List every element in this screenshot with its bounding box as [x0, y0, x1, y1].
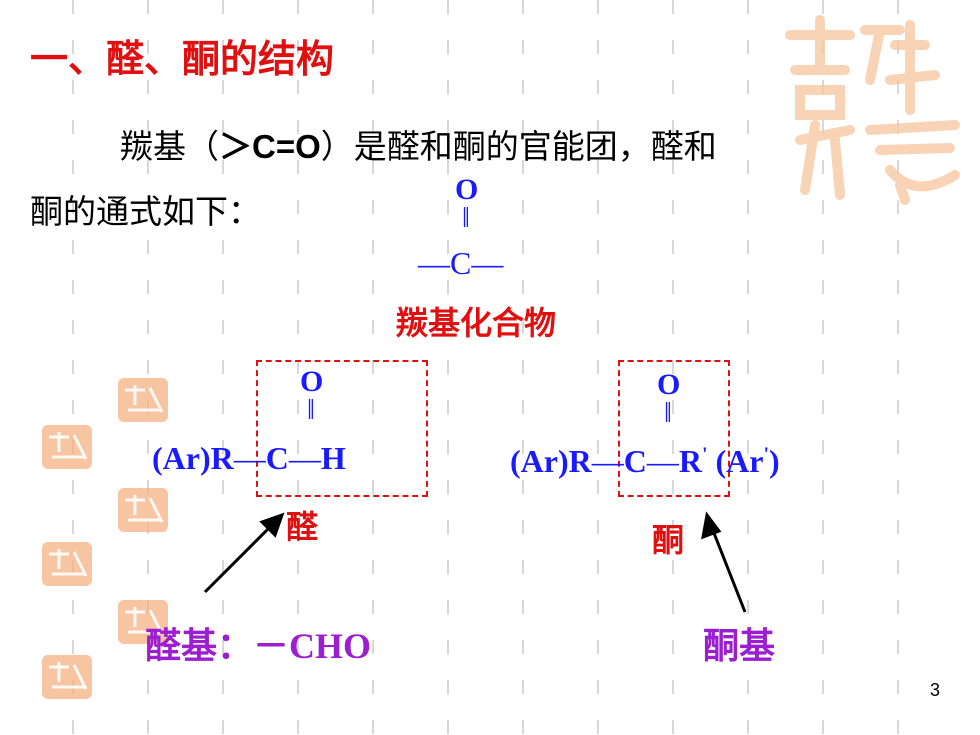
- aldehyde-group: 醛基：－CHO: [145, 617, 371, 669]
- ketone-right-ar-close: ): [769, 443, 780, 479]
- small-seal-strokes: [49, 385, 164, 690]
- aldehyde-carbon: C: [265, 440, 289, 476]
- arrow-to-aldehyde-icon: [203, 512, 285, 594]
- ketone-carbon: C: [623, 443, 647, 479]
- ketone-right-r: R: [678, 443, 702, 479]
- intro-carbonyl-formula: ＞C=O: [219, 128, 321, 165]
- carbonyl-double-bond: ‖: [462, 203, 470, 234]
- ketone-bond-2: —: [646, 443, 679, 479]
- ketone-prime-1: ': [701, 443, 708, 466]
- intro-line-2: 酮的通式如下：: [30, 192, 261, 231]
- aldehyde-hydrogen: H: [320, 440, 346, 476]
- ketone-highlight-box: [618, 360, 730, 497]
- ketone-prime-2: ': [763, 443, 770, 466]
- dashed-guide-lines: [72, 0, 899, 735]
- intro-line-1: 羰基（＞C=O）是醛和酮的官能团，醛和: [120, 120, 717, 168]
- ketone-group-label: 酮基: [703, 626, 776, 667]
- ketone-formula: (Ar)R—C—R' (Ar'): [510, 443, 780, 480]
- aldehyde-bond-1: —: [233, 440, 266, 476]
- intro-text-b: ）是醛和酮的官能团，醛和: [320, 127, 717, 166]
- ketone-double-bond: ‖: [664, 398, 672, 429]
- large-seal-icon: [785, 15, 960, 205]
- aldehyde-highlight-box: [256, 360, 428, 497]
- page-number: 3: [929, 680, 940, 700]
- aldehyde-oxygen: O: [300, 365, 324, 398]
- carbonyl-caption: 羰基化合物: [396, 304, 557, 342]
- aldehyde-group-formula: －CHO: [253, 626, 372, 666]
- ketone-label: 酮: [652, 521, 685, 559]
- ketone-right-ar-open: (Ar: [707, 443, 764, 479]
- aldehyde-bond-2: —: [288, 440, 321, 476]
- ketone-left-group: (Ar)R: [510, 443, 592, 479]
- ketone-oxygen: O: [657, 368, 681, 401]
- aldehyde-formula: (Ar)R—C—H: [152, 440, 346, 477]
- carbonyl-c-group: —C—: [418, 245, 504, 281]
- page-title: 一、醛、酮的结构: [30, 37, 335, 81]
- ketone-bond-1: —: [591, 443, 624, 479]
- arrow-to-ketone-icon: [701, 511, 747, 613]
- aldehyde-double-bond: ‖: [307, 395, 315, 426]
- aldehyde-left-group: (Ar)R: [152, 440, 234, 476]
- aldehyde-group-label: 醛基：: [145, 626, 254, 667]
- intro-text-a: 羰基（: [120, 127, 219, 166]
- aldehyde-label: 醛: [286, 508, 319, 546]
- carbonyl-oxygen: O: [455, 173, 479, 206]
